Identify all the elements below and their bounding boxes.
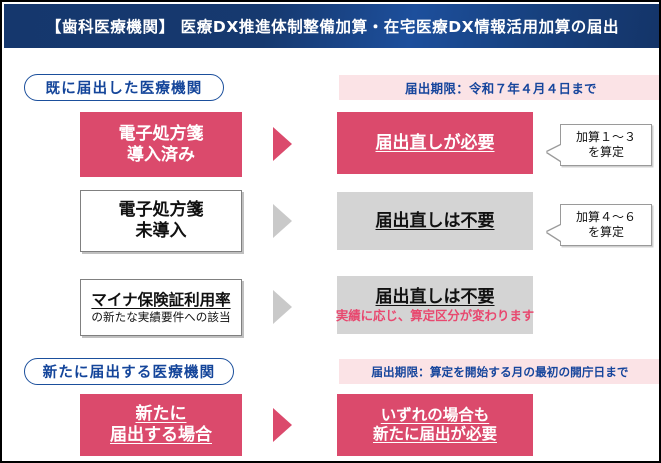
callout-row2-line1: 加算４〜６ [575, 210, 636, 225]
deadline-banner-existing-label: 届出期限：令和７年４月４日まで [405, 80, 597, 96]
condition-row3-line2: の新たな実績要件への該当 [91, 309, 231, 324]
condition-row2-line2: 未導入 [135, 221, 187, 241]
arrow-right-icon-row3 [273, 290, 292, 324]
condition-row4-line2: 届出する場合 [110, 425, 212, 445]
condition-row1-line1: 電子処方箋 [118, 123, 204, 144]
deadline-banner-existing: 届出期限：令和７年４月４日まで [339, 75, 659, 100]
arrow-right-icon-row1 [273, 127, 292, 161]
condition-box-row3: マイナ保険証利用率 の新たな実績要件への該当 [80, 279, 242, 336]
callout-tail-icon-row1 [547, 145, 561, 161]
result-box-row2: 届出直しは不要 [337, 192, 533, 250]
section-pill-new-label: 新たに届出する医療機関 [42, 365, 216, 381]
result-row3-line2: 実績に応じ、算定区分が変わります [335, 307, 535, 323]
result-row4-line1: いずれの場合も [380, 406, 490, 425]
section-pill-new: 新たに届出する医療機関 [24, 358, 234, 385]
deadline-banner-new-label: 届出期限：算定を開始する月の最初の開庁日まで [371, 364, 629, 379]
result-row4-line2: 新たに届出が必要 [372, 425, 497, 443]
callout-row2-line2: を算定 [587, 225, 624, 239]
condition-box-row1: 電子処方箋 導入済み [80, 112, 242, 177]
result-box-row1: 届出直しが必要 [337, 112, 533, 174]
result-row2-line1: 届出直しは不要 [375, 210, 495, 231]
result-box-row3: 届出直しは不要 実績に応じ、算定区分が変わります [335, 276, 535, 334]
callout-row2: 加算４〜６ を算定 [547, 204, 652, 246]
result-row1-line1: 届出直しが必要 [375, 132, 495, 153]
condition-box-row2: 電子処方箋 未導入 [80, 190, 242, 252]
condition-row4-line1: 新たに [135, 404, 187, 425]
condition-row2-line1: 電子処方箋 [118, 200, 204, 221]
header-bar: 【歯科医療機関】 医療DX推進体制整備加算・在宅医療DX情報活用加算の届出 [4, 4, 659, 48]
condition-row3-line1: マイナ保険証利用率 [91, 290, 231, 309]
condition-row1-line2: 導入済み [127, 144, 195, 165]
page-title: 【歯科医療機関】 医療DX推進体制整備加算・在宅医療DX情報活用加算の届出 [45, 18, 620, 36]
section-pill-existing: 既に届出した医療機関 [24, 74, 224, 101]
deadline-banner-new: 届出期限：算定を開始する月の最初の開庁日まで [339, 359, 659, 384]
section-pill-existing-label: 既に届出した医療機関 [45, 81, 203, 97]
arrow-right-icon-row2 [273, 204, 292, 238]
callout-row1-line1: 加算１〜３ [575, 130, 636, 145]
callout-row1-line2: を算定 [587, 145, 624, 159]
result-box-row4: いずれの場合も 新たに届出が必要 [337, 394, 533, 456]
callout-tail-icon-row2 [547, 225, 561, 241]
arrow-right-icon-row4 [273, 408, 292, 442]
result-row3-line1: 届出直しは不要 [375, 287, 495, 308]
callout-row1: 加算１〜３ を算定 [547, 124, 652, 166]
condition-box-row4: 新たに 届出する場合 [80, 394, 242, 456]
